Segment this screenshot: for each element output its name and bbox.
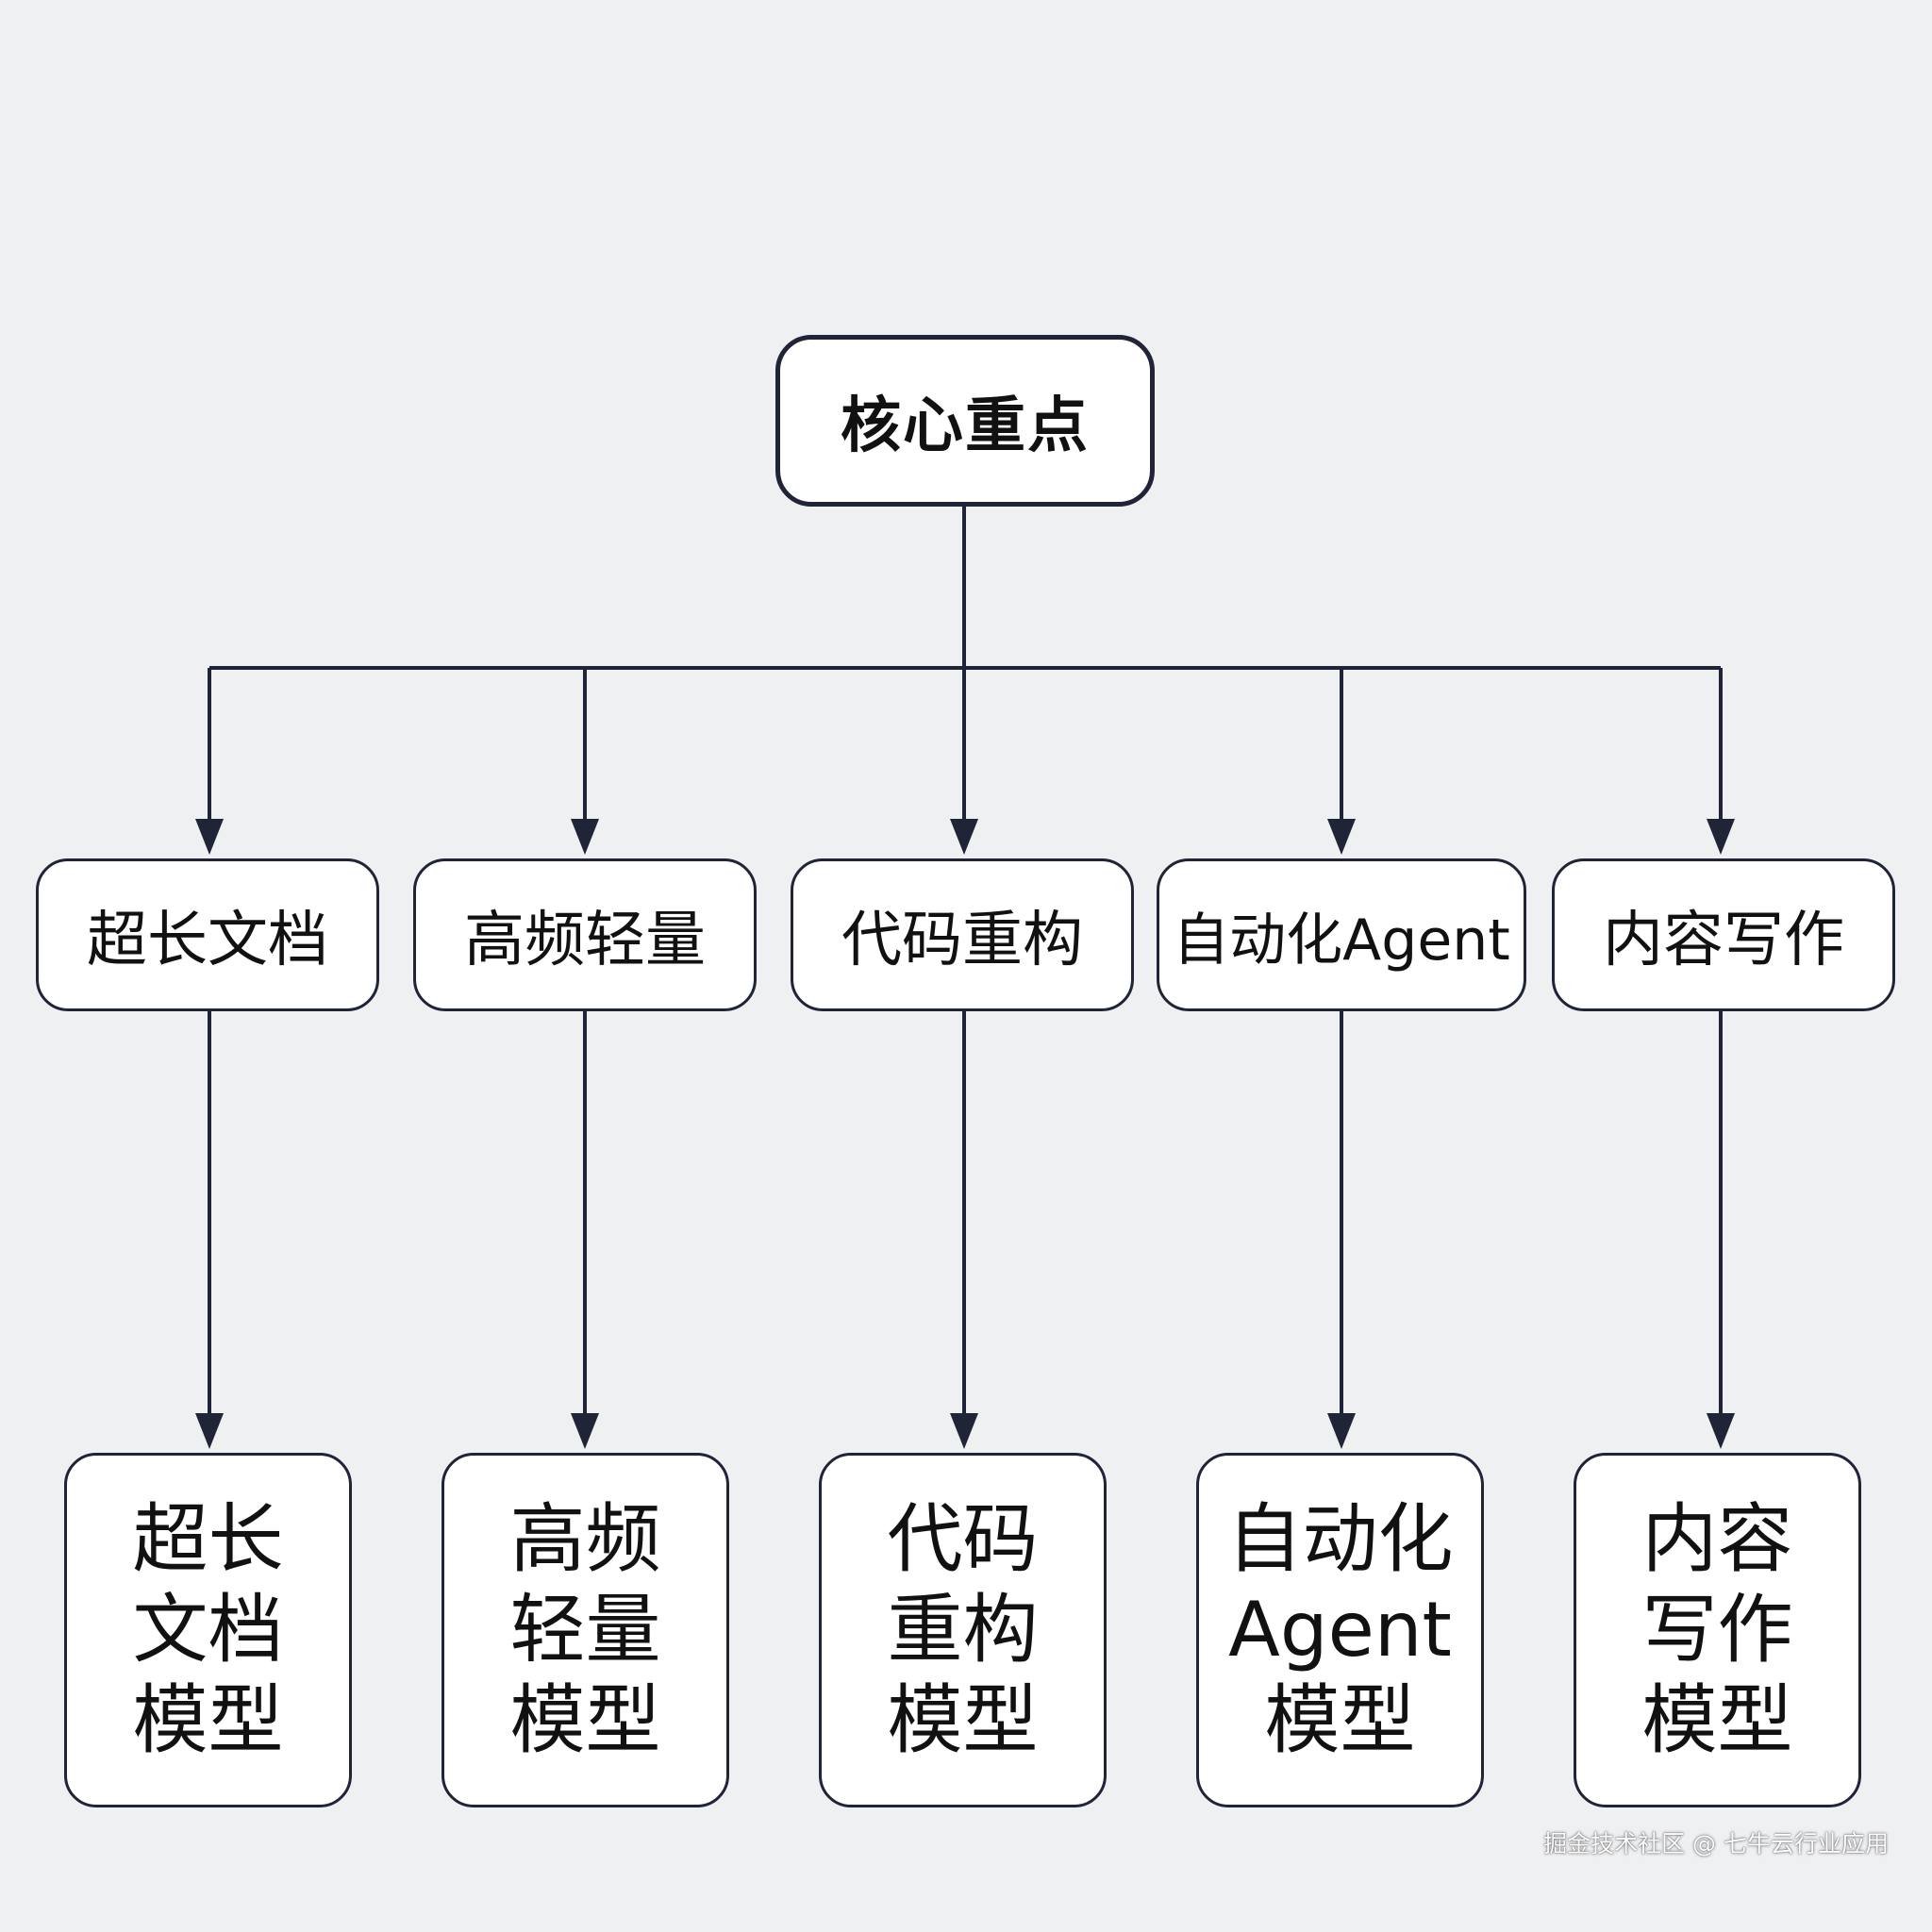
category-node-automation-agent: 自动化Agent — [1157, 858, 1526, 1011]
model-node-line: 模型 — [509, 1676, 661, 1764]
category-node-label: 代码重构 — [841, 906, 1083, 975]
leaf-arrow — [571, 1011, 599, 1449]
model-node-line: 模型 — [132, 1676, 284, 1764]
leaf-arrow — [1707, 1011, 1735, 1449]
arrow-head — [571, 819, 599, 855]
watermark-text: 掘金技术社区 @ 七牛云行业应用 — [1543, 1830, 1889, 1857]
arrow-head — [571, 1413, 599, 1449]
model-node-line: 自动化 — [1226, 1495, 1454, 1583]
branch-arrow — [1707, 668, 1735, 855]
branch-arrow — [950, 668, 978, 855]
root-node: 核心重点 — [775, 335, 1155, 507]
leaf-arrow — [1327, 1011, 1356, 1449]
model-node-code-refactor: 代码 重构 模型 — [819, 1453, 1107, 1807]
model-node-long-document: 超长 文档 模型 — [64, 1453, 352, 1807]
model-node-line: 代码 — [887, 1495, 1039, 1583]
category-node-label: 自动化Agent — [1173, 907, 1510, 974]
arrow-head — [950, 1413, 978, 1449]
category-node-label: 内容写作 — [1603, 906, 1844, 975]
arrow-head — [195, 819, 224, 855]
category-node-label: 超长文档 — [87, 906, 328, 975]
model-node-content-writing: 内容 写作 模型 — [1574, 1453, 1861, 1807]
category-node-long-document: 超长文档 — [36, 858, 379, 1011]
model-node-line: 高频 — [509, 1495, 661, 1583]
leaf-arrow — [195, 1011, 224, 1449]
model-node-automation-agent: 自动化 Agent 模型 — [1196, 1453, 1484, 1807]
category-node-high-frequency: 高频轻量 — [413, 858, 757, 1011]
root-node-label: 核心重点 — [841, 391, 1090, 461]
model-node-line: 文档 — [132, 1586, 284, 1674]
category-node-code-refactor: 代码重构 — [791, 858, 1134, 1011]
arrow-head — [950, 819, 978, 855]
model-node-line: 模型 — [887, 1676, 1039, 1764]
branch-arrow — [195, 668, 224, 855]
model-node-line: Agent — [1228, 1586, 1452, 1674]
model-node-high-frequency: 高频 轻量 模型 — [441, 1453, 729, 1807]
model-node-line: 模型 — [1641, 1676, 1793, 1764]
branch-arrow — [1327, 668, 1356, 855]
leaf-arrow — [950, 1011, 978, 1449]
arrow-head — [1707, 1413, 1735, 1449]
model-node-line: 模型 — [1264, 1676, 1416, 1764]
arrow-head — [1707, 819, 1735, 855]
arrow-head — [1327, 1413, 1356, 1449]
arrow-head — [1327, 819, 1356, 855]
model-node-line: 超长 — [132, 1495, 284, 1583]
arrow-head — [195, 1413, 224, 1449]
model-node-line: 写作 — [1641, 1586, 1793, 1674]
model-node-line: 内容 — [1641, 1495, 1793, 1583]
category-node-content-writing: 内容写作 — [1552, 858, 1895, 1011]
category-node-label: 高频轻量 — [464, 906, 706, 975]
model-node-line: 轻量 — [509, 1586, 661, 1674]
model-node-line: 重构 — [887, 1586, 1039, 1674]
branch-arrow — [571, 668, 599, 855]
